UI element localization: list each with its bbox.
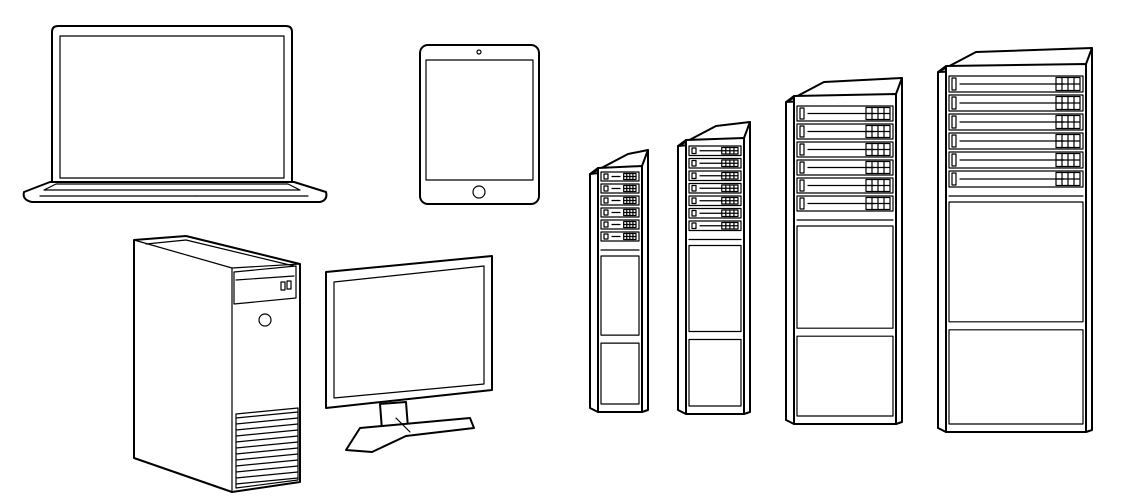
rack-unit (948, 132, 1084, 150)
rack-unit (600, 219, 640, 230)
rack-unit (948, 75, 1084, 93)
tower-vent-grille (235, 407, 299, 489)
rack-unit (688, 157, 742, 169)
rack-unit (600, 183, 640, 194)
rack-unit (796, 105, 894, 122)
server-racks (589, 47, 1093, 433)
rack-unit (688, 145, 742, 157)
rack-unit (948, 151, 1084, 169)
rack-unit (688, 195, 742, 207)
rack-unit (600, 207, 640, 218)
rack-unit (796, 159, 894, 176)
rack-unit (948, 94, 1084, 112)
tablet-icon (419, 44, 540, 205)
rack-unit (688, 220, 742, 232)
rack-unit (796, 141, 894, 158)
rack-unit (796, 177, 894, 194)
rack-unit (796, 195, 894, 212)
rack-unit (688, 170, 742, 182)
monitor-icon (325, 255, 493, 453)
laptop-icon (22, 25, 328, 203)
server-rack-icon (589, 149, 649, 413)
server-rack-icon (677, 121, 751, 415)
rack-unit (600, 195, 640, 206)
rack-unit (948, 170, 1084, 188)
rack-unit (948, 113, 1084, 131)
server-rack-icon (785, 77, 903, 425)
server-rack-icon (937, 47, 1093, 433)
desktop-tower-icon (133, 235, 301, 493)
rack-unit (600, 171, 640, 182)
rack-unit (600, 231, 640, 242)
rack-unit (796, 123, 894, 140)
rack-unit (688, 182, 742, 194)
rack-unit (688, 207, 742, 219)
